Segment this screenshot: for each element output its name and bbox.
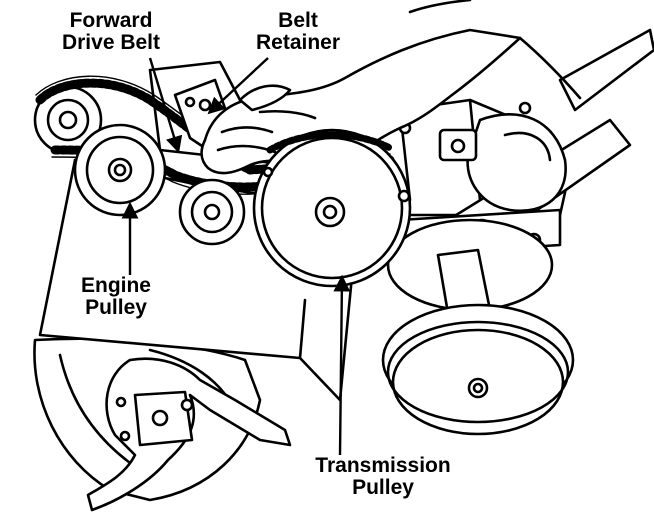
label-engine-pulley: Engine Pulley	[56, 275, 176, 319]
transmission-belt-edge	[266, 131, 394, 154]
handlebar-upper	[558, 28, 654, 112]
hand-thumb	[238, 84, 292, 112]
engine-pulley-bolt	[113, 163, 127, 177]
label-belt-retainer-line2: Retainer	[255, 31, 341, 54]
label-belt-retainer: Belt Retainer	[232, 10, 364, 54]
label-transmission-pulley: Transmission Pulley	[288, 455, 478, 499]
housing-bolt	[450, 138, 466, 154]
label-transmission-pulley-line2: Pulley	[352, 476, 414, 499]
transmission-pulley-bolt	[322, 204, 338, 220]
label-belt-retainer-line1: Belt	[278, 9, 318, 32]
wheel-groove	[386, 320, 570, 424]
idler-pulley-hub	[203, 203, 221, 221]
lever-bolt-4	[119, 430, 131, 442]
lever-bolt-2	[180, 398, 194, 412]
lever-bolt	[151, 409, 169, 427]
label-engine-pulley-line1: Engine	[80, 274, 151, 297]
drive-sprocket-hub	[58, 110, 78, 130]
housing-arc	[503, 131, 552, 162]
label-forward-drive-belt: Forward Drive Belt	[36, 10, 186, 54]
leader-forward-drive-belt	[148, 57, 183, 154]
technician-hand	[200, 28, 522, 175]
frame-bolt-3	[397, 189, 411, 203]
label-forward-drive-belt-line2: Drive Belt	[61, 31, 161, 54]
label-transmission-pulley-line1: Transmission	[315, 454, 451, 477]
label-engine-pulley-line2: Pulley	[85, 296, 147, 319]
housing-bolt-3	[518, 101, 532, 115]
frame-bolt-2	[262, 166, 274, 178]
lever-bolt-3	[115, 396, 127, 408]
retainer-bolt	[198, 98, 212, 112]
leader-transmission-pulley	[333, 274, 351, 456]
transmission-housing	[466, 112, 567, 213]
label-forward-drive-belt-line1: Forward	[69, 9, 153, 32]
wheel-hub-inner	[472, 382, 484, 394]
leader-belt-retainer	[207, 57, 269, 115]
frame-bolt-1	[184, 96, 196, 108]
forearm	[408, 0, 582, 100]
